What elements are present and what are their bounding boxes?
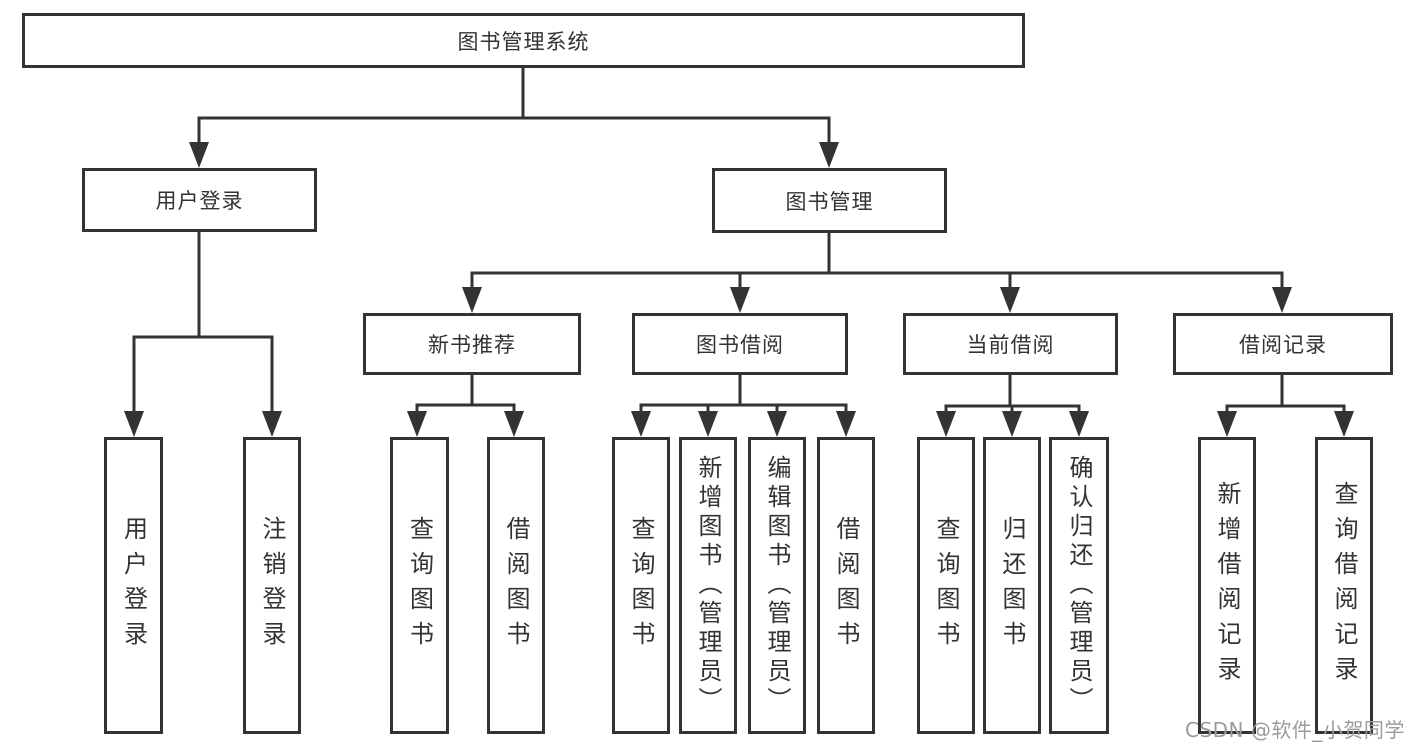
leaf-user-login: 用户登录 — [104, 437, 163, 734]
leaf-current-query-books-label: 查询图书 — [932, 515, 960, 656]
node-book-borrow: 图书借阅 — [632, 313, 848, 375]
node-root-label: 图书管理系统 — [457, 29, 590, 54]
node-borrow-record-label: 借阅记录 — [1239, 333, 1327, 357]
leaf-borrow-books-label: 借阅图书 — [832, 515, 860, 656]
leaf-recommend-borrow-books: 借阅图书 — [487, 437, 545, 734]
node-book-management: 图书管理 — [712, 168, 947, 233]
connector-book-management — [470, 231, 1284, 295]
leaf-logout-label: 注销登录 — [258, 515, 286, 656]
connector-new-book-recommend — [415, 373, 516, 419]
leaf-add-borrow-record: 新增借阅记录 — [1198, 437, 1256, 734]
leaf-borrow-query-books-label: 查询图书 — [627, 515, 655, 656]
csdn-watermark: CSDN @软件_小贺同学 — [1185, 718, 1405, 742]
connector-root — [197, 66, 831, 150]
connector-book-borrow — [639, 373, 848, 419]
leaf-recommend-query-books: 查询图书 — [390, 437, 449, 734]
connector-user-login — [132, 230, 274, 419]
leaf-add-books-admin: 新增图书（管理员） — [679, 437, 737, 734]
leaf-recommend-borrow-books-label: 借阅图书 — [502, 515, 530, 656]
leaf-user-login-label: 用户登录 — [119, 515, 148, 656]
node-current-borrow: 当前借阅 — [903, 313, 1118, 375]
node-root: 图书管理系统 — [22, 13, 1025, 68]
leaf-recommend-query-books-label: 查询图书 — [405, 515, 434, 656]
leaf-current-query-books: 查询图书 — [917, 437, 975, 734]
leaf-logout: 注销登录 — [243, 437, 301, 734]
leaf-query-borrow-record-label: 查询借阅记录 — [1330, 480, 1358, 691]
leaf-add-books-admin-label: 新增图书（管理员） — [694, 455, 722, 716]
leaf-borrow-query-books: 查询图书 — [612, 437, 670, 734]
node-user-login: 用户登录 — [82, 168, 317, 232]
node-book-borrow-label: 图书借阅 — [696, 333, 784, 357]
leaf-add-borrow-record-label: 新增借阅记录 — [1213, 480, 1241, 691]
node-current-borrow-label: 当前借阅 — [966, 333, 1055, 357]
leaf-return-books: 归还图书 — [983, 437, 1041, 734]
leaf-edit-books-admin: 编辑图书（管理员） — [748, 437, 806, 734]
node-new-book-recommend: 新书推荐 — [363, 313, 581, 375]
node-user-login-label: 用户登录 — [155, 189, 244, 213]
node-borrow-record: 借阅记录 — [1173, 313, 1393, 375]
node-new-book-recommend-label: 新书推荐 — [428, 333, 516, 357]
connector-borrow-record — [1225, 373, 1346, 419]
leaf-borrow-books: 借阅图书 — [817, 437, 875, 734]
leaf-confirm-return-admin: 确认归还（管理员） — [1049, 437, 1109, 734]
connector-current-borrow — [944, 373, 1081, 419]
leaf-return-books-label: 归还图书 — [998, 515, 1026, 656]
node-book-management-label: 图书管理 — [785, 189, 874, 214]
leaf-query-borrow-record: 查询借阅记录 — [1315, 437, 1373, 734]
leaf-edit-books-admin-label: 编辑图书（管理员） — [763, 455, 791, 716]
leaf-confirm-return-admin-label: 确认归还（管理员） — [1065, 455, 1093, 716]
